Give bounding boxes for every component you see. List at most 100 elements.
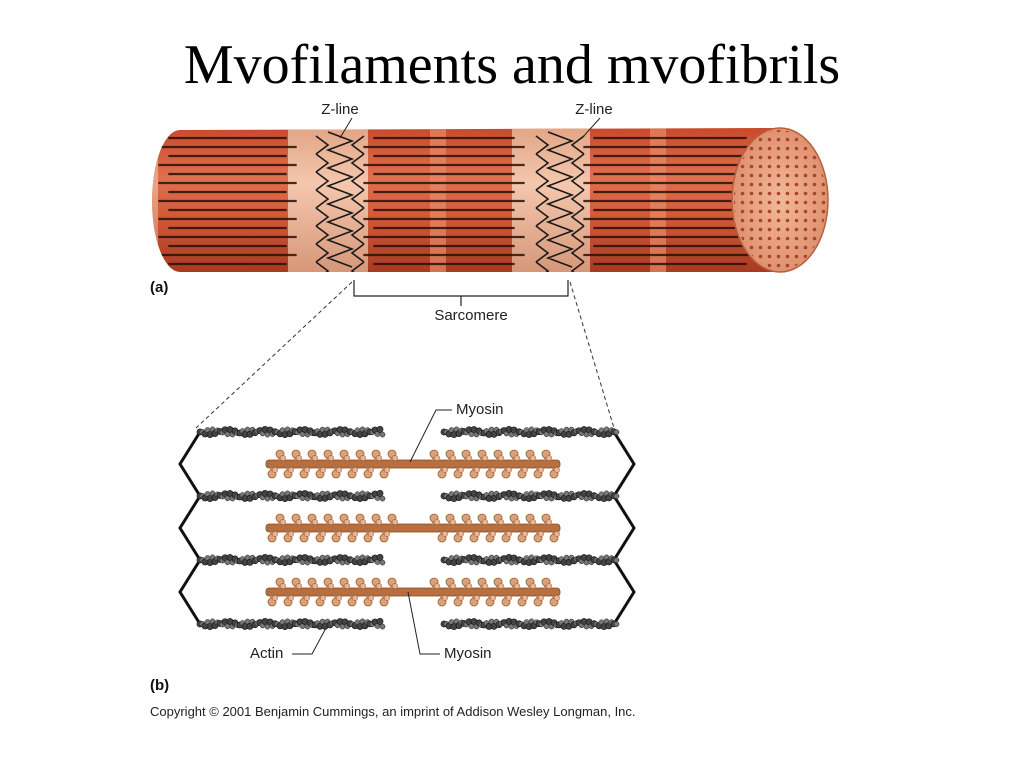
myosin-head <box>376 519 382 525</box>
actin-bead <box>376 618 384 625</box>
myosin-head <box>312 519 318 525</box>
myosin-head <box>546 519 552 525</box>
actin-bead <box>376 554 384 561</box>
myosin-head <box>466 519 472 525</box>
myosin-head <box>328 455 334 461</box>
myosin-head <box>458 595 464 601</box>
myosin-head <box>312 455 318 461</box>
myosin-head <box>450 519 456 525</box>
z-line-cell <box>535 243 550 263</box>
sarcomere-label: Sarcomere <box>434 307 507 324</box>
myosin-head <box>320 467 326 473</box>
myosin-head <box>482 519 488 525</box>
z-line-cell <box>315 189 330 209</box>
myosin-head <box>352 595 358 601</box>
myosin-head <box>376 583 382 589</box>
myosin-head <box>304 467 310 473</box>
myosin-head <box>336 595 342 601</box>
z-line-cell <box>535 171 550 191</box>
myosin-head <box>384 595 390 601</box>
myosin-head <box>434 583 440 589</box>
myosin-head <box>450 583 456 589</box>
zoom-line-right <box>569 281 615 429</box>
sarcomere-detail <box>178 426 636 630</box>
actin-bead <box>613 493 620 500</box>
actin-label: Actin <box>250 645 283 662</box>
i-band <box>512 128 590 272</box>
myosin-head <box>474 595 480 601</box>
z-line-cell <box>350 261 365 272</box>
myosin-head <box>442 531 448 537</box>
myosin-head <box>376 455 382 461</box>
end-face-filaments <box>734 130 826 270</box>
z-line-cell <box>535 225 550 245</box>
myosin-leader-bottom <box>407 591 440 655</box>
myosin-backbone <box>265 459 561 469</box>
myosin-head <box>336 531 342 537</box>
myosin-head <box>272 595 278 601</box>
z-disc-right <box>612 431 636 625</box>
myosin-head <box>344 455 350 461</box>
myosin-head <box>514 455 520 461</box>
myosin-head <box>474 467 480 473</box>
z-line-leader-left <box>339 117 353 139</box>
myofibril-cylinder <box>152 127 829 273</box>
myosin-head <box>288 467 294 473</box>
myosin-head <box>554 595 560 601</box>
z-line-leader-right <box>581 117 601 139</box>
z-line-cell <box>350 171 365 191</box>
actin-bead <box>379 431 386 438</box>
myosin-head <box>450 455 456 461</box>
i-band <box>152 128 158 272</box>
myosin-head <box>328 519 334 525</box>
myosin-head <box>304 531 310 537</box>
myosin-head <box>368 531 374 537</box>
myosin-head <box>272 531 278 537</box>
actin-leader <box>292 627 327 655</box>
myosin-head <box>392 519 398 525</box>
myosin-head <box>288 531 294 537</box>
slide-title: Mvofilaments and mvofibrils <box>183 34 841 96</box>
panel-a-label: (a) <box>150 279 168 296</box>
myosin-head <box>344 519 350 525</box>
myosin-label-bottom: Myosin <box>444 645 492 662</box>
myosin-head <box>530 455 536 461</box>
myosin-head <box>442 595 448 601</box>
copyright-notice: Copyright © 2001 Benjamin Cummings, an i… <box>150 704 636 719</box>
z-line-cell <box>315 135 330 155</box>
z-line-cell <box>350 153 365 173</box>
z-line-cell <box>570 153 585 173</box>
filament-stripes <box>158 136 757 266</box>
z-line-cell <box>315 207 330 227</box>
z-line-label-right: Z-line <box>575 101 613 118</box>
myosin-head <box>466 455 472 461</box>
myosin-backbone <box>265 587 561 597</box>
myosin-head <box>280 583 286 589</box>
myosin-head <box>392 455 398 461</box>
actin-bead <box>376 426 384 433</box>
zoom-line-left <box>195 281 353 429</box>
myosin-head <box>312 583 318 589</box>
myosin-head <box>522 531 528 537</box>
myosin-head <box>538 595 544 601</box>
myosin-head <box>458 531 464 537</box>
z-line-label-left: Z-line <box>321 101 359 118</box>
z-line-cell <box>350 207 365 227</box>
z-line-cell <box>315 153 330 173</box>
myosin-filaments <box>265 449 561 607</box>
myosin-head <box>434 519 440 525</box>
myosin-backbone <box>265 523 561 533</box>
myosin-head <box>384 531 390 537</box>
myosin-head <box>490 467 496 473</box>
myosin-head <box>320 531 326 537</box>
myosin-head <box>360 519 366 525</box>
z-line-cell <box>570 261 585 272</box>
myosin-head <box>352 467 358 473</box>
z-line-zigzag <box>325 131 355 268</box>
myosin-head <box>384 467 390 473</box>
myosin-head <box>538 467 544 473</box>
z-line-cell <box>315 261 330 272</box>
myosin-head <box>304 595 310 601</box>
myosin-head <box>514 519 520 525</box>
myosin-head <box>466 583 472 589</box>
